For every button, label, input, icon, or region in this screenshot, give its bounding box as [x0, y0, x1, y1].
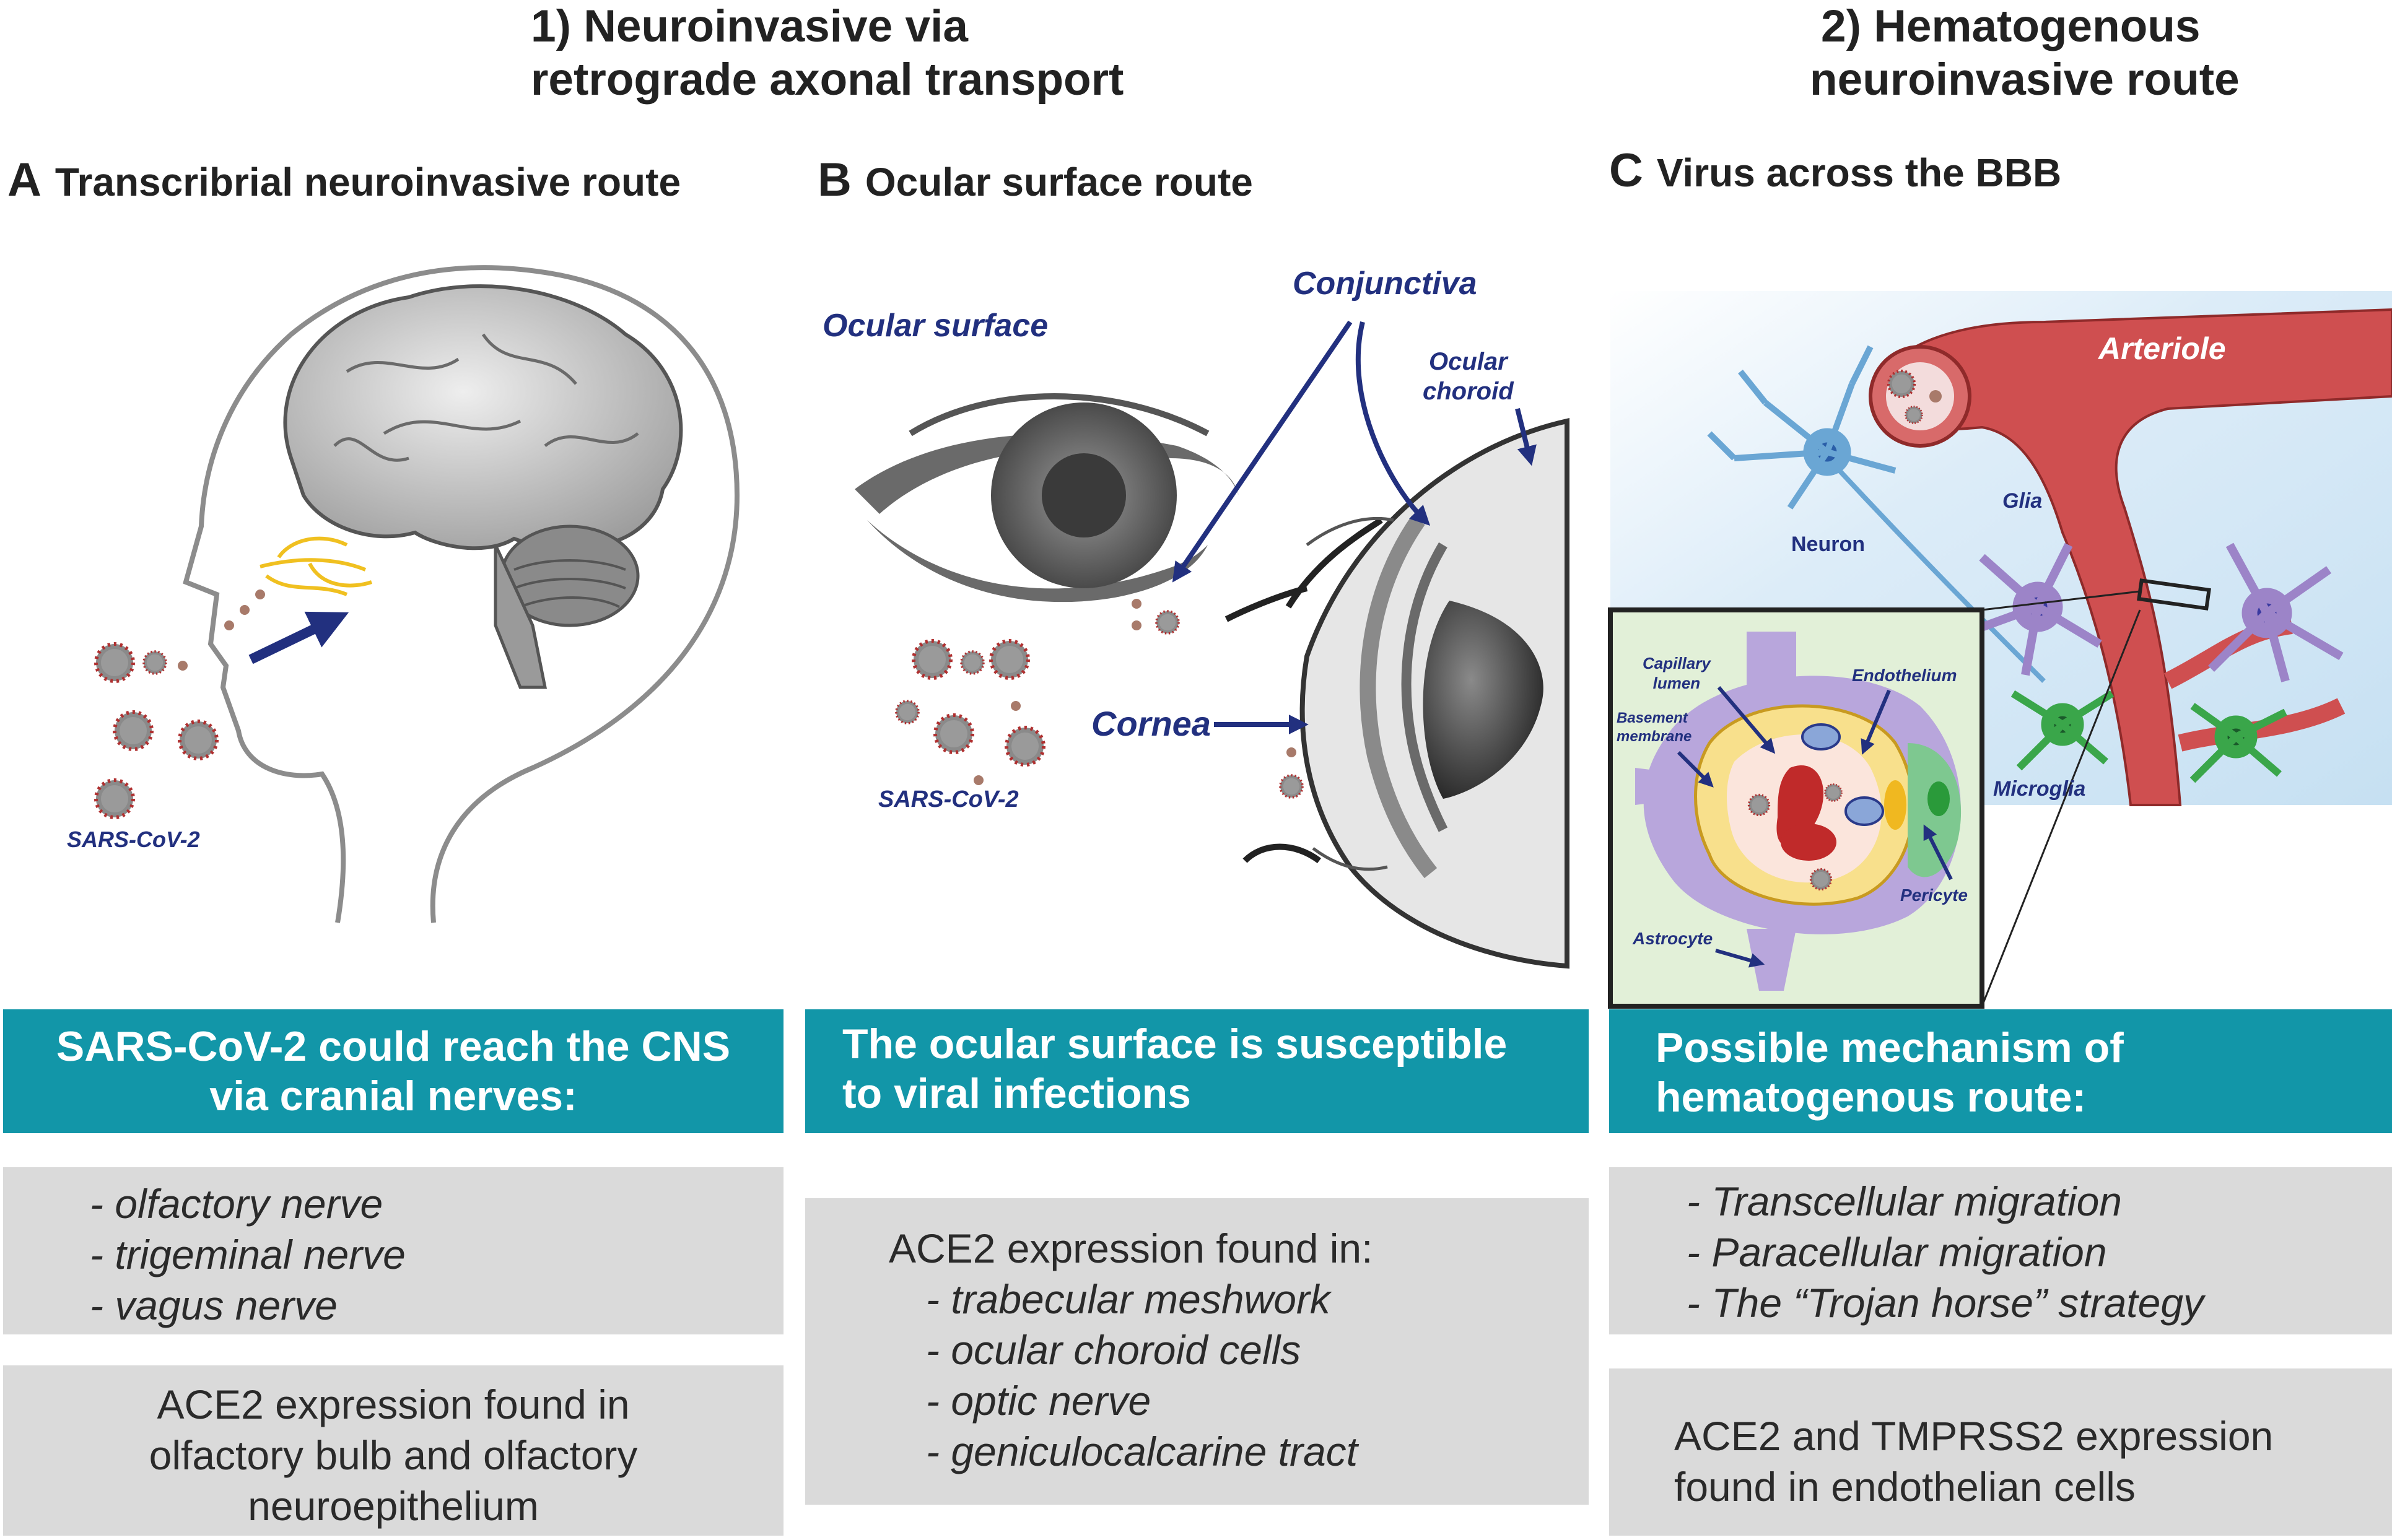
panel-a-title: A Transcribrial neuroinvasive route — [7, 157, 681, 205]
arrow-to-brain — [248, 611, 349, 664]
brain-illustration — [283, 284, 683, 689]
mechanism-item: - Transcellular migration — [1687, 1178, 2122, 1224]
label-basement-membrane: Basement membrane — [1617, 709, 1691, 746]
panel-a-note-line-1: ACE2 expression found in — [157, 1381, 630, 1427]
panel-a-ace2-note: ACE2 expression found in olfactory bulb … — [3, 1365, 784, 1536]
panel-b-headline-line-1: The ocular surface is susceptible — [842, 1020, 1508, 1068]
mechanism-item: - The “Trojan horse” strategy — [1687, 1280, 2204, 1326]
panel-c-headline-line-2: hematogenous route: — [1656, 1074, 2087, 1121]
panel-c-note-line-2: found in endothelian cells — [1674, 1464, 2136, 1510]
eye-front-illustration — [855, 393, 1239, 603]
label-ocular-choroid-line-1: Ocular — [1428, 348, 1508, 375]
panel-a-note-line-3: neuroepithelium — [248, 1483, 539, 1529]
panel-a-headline-line-1: SARS-CoV-2 could reach the CNS — [56, 1023, 731, 1070]
panel-b-title-text: Ocular surface route — [865, 160, 1253, 204]
glia-illustration — [1968, 542, 2344, 682]
panel-a-nerve-list: - olfactory nerve - trigeminal nerve - v… — [3, 1167, 784, 1334]
label-capillary-line-2: lumen — [1652, 674, 1701, 692]
label-basement-line-2: membrane — [1617, 728, 1692, 745]
tissue-item: - ocular choroid cells — [926, 1327, 1301, 1373]
label-cornea: Cornea — [1091, 704, 1211, 743]
microglia-illustration — [2010, 690, 2287, 783]
label-ocular-choroid: Ocular choroid — [1423, 347, 1514, 406]
panel-a-headline: SARS-CoV-2 could reach the CNS via crani… — [3, 1009, 784, 1133]
tissue-item: - optic nerve — [926, 1378, 1151, 1424]
label-sars-cov-2-b: SARS-CoV-2 — [878, 786, 1019, 812]
label-neuron: Neuron — [1791, 533, 1865, 556]
label-astrocyte: Astrocyte — [1633, 929, 1713, 948]
panel-a-headline-line-2: via cranial nerves: — [209, 1072, 577, 1120]
panel-c-headline-line-1: Possible mechanism of — [1656, 1024, 2124, 1071]
route-1-header-line-1: 1) Neuroinvasive via — [531, 1, 969, 51]
label-basement-line-1: Basement — [1617, 710, 1688, 726]
panel-b-title: B Ocular surface route — [818, 157, 1253, 205]
panel-a-letter: A — [7, 154, 41, 206]
zoom-region — [2137, 578, 2211, 611]
panel-b-intro: ACE2 expression found in: — [889, 1225, 1373, 1271]
panel-c-title-text: Virus across the BBB — [1656, 150, 2062, 195]
eye-cross-section-illustration — [1224, 418, 1569, 969]
illustrations — [0, 265, 2392, 1009]
route-2-header: 2) Hematogenous neuroinvasive route — [1810, 0, 2367, 107]
label-pericyte: Pericyte — [1900, 885, 1968, 905]
route-2-header-line-2: neuroinvasive route — [1810, 54, 2240, 105]
label-microglia: Microglia — [1993, 777, 2086, 801]
label-capillary-lumen: Capillary lumen — [1643, 653, 1711, 693]
mechanism-item: - Paracellular migration — [1687, 1229, 2107, 1275]
label-capillary-line-1: Capillary — [1643, 654, 1711, 672]
label-arteriole: Arteriole — [2098, 331, 2226, 366]
panel-b-ace2-list: ACE2 expression found in: - trabecular m… — [805, 1198, 1589, 1505]
panel-c-mechanism-list: - Transcellular migration - Paracellular… — [1609, 1167, 2392, 1334]
panel-a-note-line-2: olfactory bulb and olfactory — [149, 1432, 638, 1478]
route-2-header-line-1: 2) Hematogenous — [1821, 1, 2201, 51]
panel-c-title: C Virus across the BBB — [1609, 147, 2062, 196]
bbb-inset — [1608, 607, 1984, 1009]
nerve-item: - olfactory nerve — [90, 1181, 383, 1227]
label-sars-cov-2-a: SARS-CoV-2 — [67, 827, 200, 852]
neuron-illustration — [1707, 345, 2046, 683]
label-ocular-surface: Ocular surface — [823, 308, 1049, 344]
label-ocular-choroid-line-2: choroid — [1423, 378, 1514, 405]
virus-particles-b — [895, 599, 1304, 799]
route-1-header: 1) Neuroinvasive via retrograde axonal t… — [531, 0, 1274, 107]
panel-c-expression-note: ACE2 and TMPRSS2 expression found in end… — [1609, 1368, 2392, 1536]
panel-b-headline: The ocular surface is susceptible to vir… — [805, 1009, 1589, 1133]
head-illustration — [183, 265, 740, 923]
panel-a-title-text: Transcribrial neuroinvasive route — [55, 160, 681, 204]
tissue-item: - geniculocalcarine tract — [926, 1429, 1358, 1474]
panel-b-letter: B — [818, 154, 852, 206]
nerve-item: - trigeminal nerve — [90, 1232, 406, 1277]
label-glia: Glia — [2002, 489, 2043, 513]
route-1-header-line-2: retrograde axonal transport — [531, 54, 1124, 105]
label-conjunctiva: Conjunctiva — [1293, 266, 1477, 302]
panel-c-headline: Possible mechanism of hematogenous route… — [1609, 1009, 2392, 1133]
nerve-item: - vagus nerve — [90, 1282, 338, 1328]
eye-arrows — [1172, 320, 1537, 734]
olfactory-nerve-illustration — [260, 536, 372, 596]
panel-b-headline-line-2: to viral infections — [842, 1070, 1191, 1117]
virus-particles-a — [96, 589, 265, 817]
panel-c-letter: C — [1609, 144, 1643, 197]
tissue-item: - trabecular meshwork — [926, 1276, 1330, 1322]
panel-c-note-line-1: ACE2 and TMPRSS2 expression — [1674, 1413, 2274, 1459]
label-endothelium: Endothelium — [1852, 666, 1957, 685]
